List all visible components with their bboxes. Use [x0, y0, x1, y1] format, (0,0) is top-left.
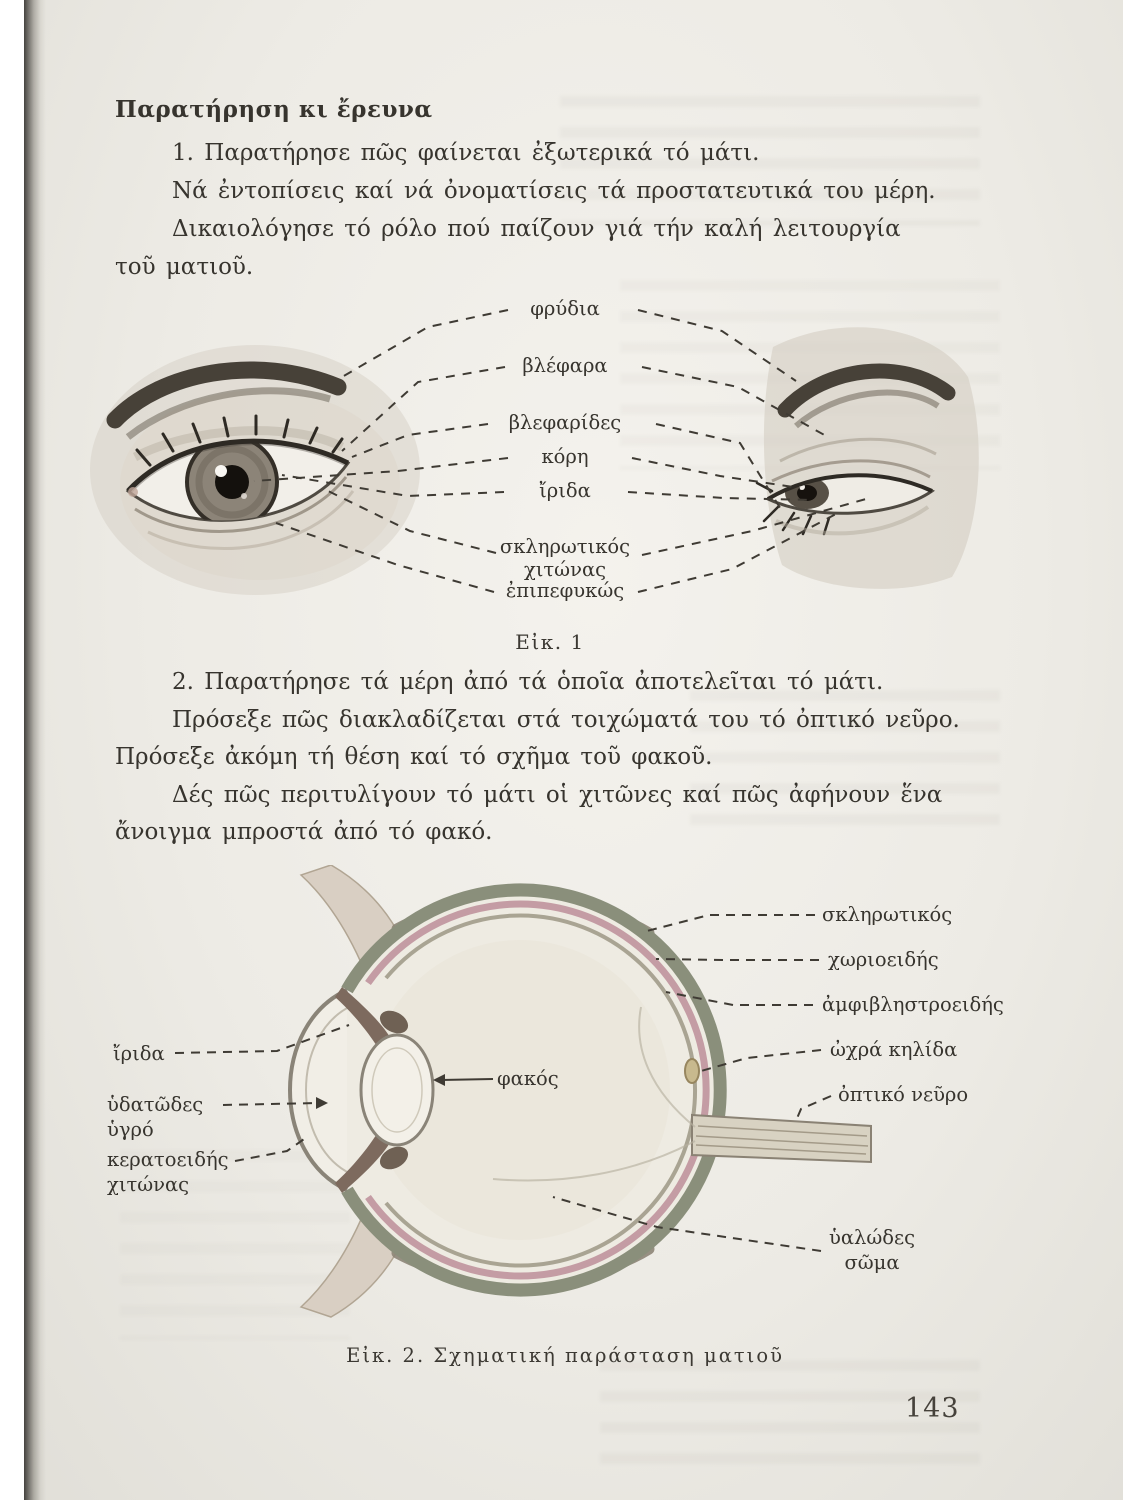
- paragraph-line: Νά ἐντοπίσεις καί νά ὀνοματίσεις τά προσ…: [172, 178, 936, 204]
- eye-cross-section: [288, 865, 872, 1318]
- label-pupil: κόρη: [541, 445, 589, 468]
- label-aqueous: ὑδατῶδες ὑγρό: [107, 1093, 204, 1141]
- figure1-leader-lines: [253, 309, 867, 593]
- scan-edge-shadow: [24, 0, 46, 1500]
- figure2-eye-schematic: σκληρωτικός χωριοειδής ἀμφιβληστροειδής …: [95, 865, 1035, 1345]
- figure1-illustration: [90, 309, 979, 595]
- figure2-illustration: [174, 865, 872, 1318]
- label-macula: ὠχρά κηλίδα: [830, 1038, 958, 1061]
- paragraph-line: Δικαιολόγησε τό ρόλο πού παίζουν γιά τήν…: [172, 216, 901, 242]
- label-choroid: χωριοειδής: [828, 948, 939, 971]
- label-iris-schematic: ἴριδα: [113, 1042, 165, 1065]
- right-eye-illustration: [755, 327, 979, 589]
- paragraph-line: Πρόσεξε ἀκόμη τή θέση καί τό σχῆμα τοῦ φ…: [115, 744, 713, 770]
- paragraph-line: τοῦ ματιοῦ.: [115, 254, 254, 280]
- section-heading: Παρατήρηση κι ἔρευνα: [115, 96, 433, 123]
- label-iris: ἴριδα: [539, 479, 591, 502]
- label-cornea: κερατοειδής χιτώνας: [107, 1148, 229, 1196]
- label-lens: φακός: [497, 1067, 559, 1090]
- paragraph-line: 2. Παρατήρησε τά μέρη ἀπό τά ὁποῖα ἀποτε…: [172, 669, 884, 695]
- figure2-caption: Εἰκ. 2. Σχηματική παράσταση ματιοῦ: [346, 1344, 784, 1367]
- label-sclera-coat: σκληρωτικός: [822, 903, 953, 926]
- paragraph-line: Δές πῶς περιτυλίγουν τό μάτι οἱ χιτῶνες …: [172, 782, 943, 808]
- label-eyelashes: βλεφαρίδες: [508, 411, 622, 434]
- figure1-caption: Εἰκ. 1: [515, 630, 585, 654]
- page-number: 143: [905, 1393, 960, 1424]
- figure2-leader-lines: [174, 914, 832, 1252]
- label-optic-nerve: ὀπτικό νεῦρο: [838, 1083, 969, 1106]
- paragraph-line: Πρόσεξε πῶς διακλαδίζεται στά τοιχώματά …: [172, 707, 960, 733]
- paragraph-line: 1. Παρατήρησε πῶς φαίνεται ἐξωτερικά τό …: [172, 140, 760, 166]
- label-vitreous: ὑαλώδες σῶμα: [828, 1226, 916, 1274]
- paragraph-line: ἄνοιγμα μπροστά ἀπό τό φακό.: [115, 819, 493, 845]
- left-eye-illustration: [90, 345, 420, 595]
- label-conjunctiva: ἐπιπεφυκώς: [505, 579, 625, 602]
- figure1-external-eye: φρύδια βλέφαρα βλεφαρίδες κόρη ἴριδα σκλ…: [80, 285, 1020, 620]
- label-eyebrows: φρύδια: [530, 297, 600, 320]
- label-eyelids: βλέφαρα: [522, 354, 608, 377]
- label-retina: ἀμφιβληστροειδής: [822, 993, 1004, 1016]
- label-sclera: σκληρωτικός χιτώνας: [499, 535, 631, 581]
